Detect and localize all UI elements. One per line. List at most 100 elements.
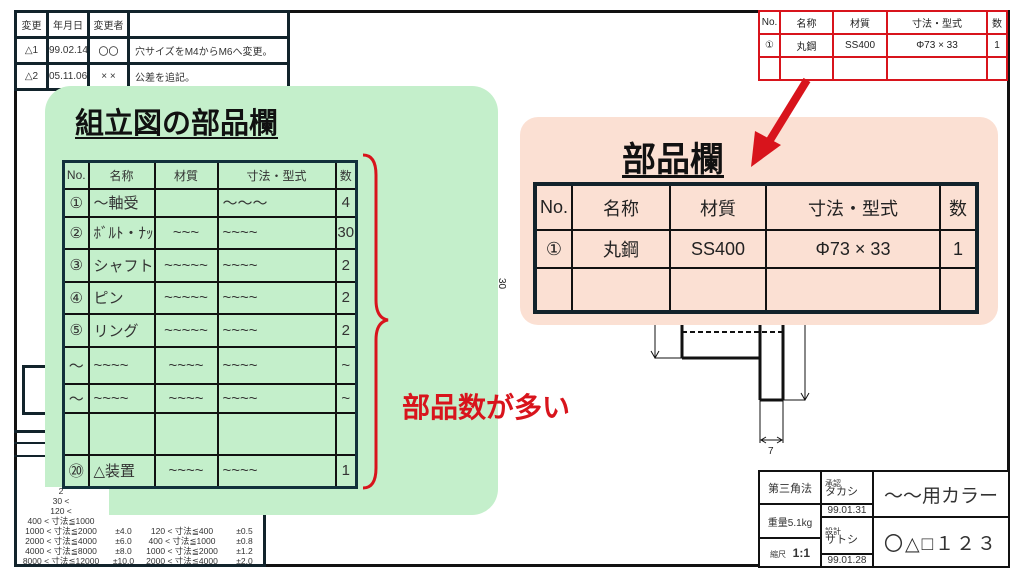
table-cell: ③ [62,247,90,283]
tolerance-table-border [14,470,266,567]
header-cell: 数 [986,10,1008,35]
header-cell: 材質 [153,160,219,190]
table-cell: ±10.0 [112,556,135,566]
table-cell: ① [758,33,781,58]
table-cell: Φ73 × 33 [886,33,988,58]
header-cell: 名称 [779,10,834,35]
drawing-frame [14,10,1010,567]
designed-by: サトシ [825,533,858,546]
table-cell: ﾎﾞﾙﾄ・ﾅｯﾄ [87,215,156,250]
table-cell: ⑳ [62,453,90,489]
table-cell: ±1.2 [236,546,253,556]
approved-date: 99.01.31 [820,503,874,518]
table-cell: ±0.5 [236,526,253,536]
scale-value: 1:1 [792,545,810,560]
header-cell: No. [758,10,781,35]
table-cell [216,411,337,456]
table-cell: 8000 < 寸法≦12000 [22,556,100,566]
table-cell [571,267,671,313]
table-row [758,56,1008,81]
header-cell [127,10,290,39]
header-cell: No. [62,160,90,190]
header-cell: 数 [939,183,978,231]
table-cell: 120 < 寸法≦400 [150,526,214,536]
header-cell: No. [534,183,573,231]
table-row: 2 [16,486,266,496]
table-cell: ±6.0 [115,536,132,546]
table-row [534,267,978,313]
table-cell: ~~~~ [216,453,337,489]
title-block: 第三角法 承認タカシ 〜〜用カラー 重量5.1kg 99.01.31 設計サトシ… [758,470,1010,568]
table-cell: ~~~~ [153,382,219,414]
table-cell: 05.11.06 [46,62,90,91]
table-cell: Φ73 × 33 [765,229,941,269]
table-cell: 2 [58,486,64,496]
table-cell: 2 [334,247,358,283]
table-cell: ~ [334,382,358,414]
table-cell: ② [62,215,90,250]
dimension-7: 7 [768,446,774,457]
table-row: 120 < [16,506,266,516]
table-cell: ~ [334,345,358,385]
table-cell: ~~~~ [87,345,156,385]
projection-method: 第三角法 [758,470,822,505]
table-cell: 2 [334,280,358,315]
table-cell: 〜〜〜 [216,187,337,218]
table-cell: ~~~~~ [153,247,219,283]
table-cell: 30 < [52,496,70,506]
table-row: ①〜軸受〜〜〜4 [62,187,358,218]
table-cell: ~~~~ [87,382,156,414]
header-cell: 名称 [571,183,671,231]
table-cell: △1 [14,36,49,65]
table-cell [758,56,781,81]
parts-panel-title: 部品欄 [622,141,724,179]
drawing-line [14,442,54,444]
table-cell: ⑤ [62,312,90,348]
header-cell: 寸法・型式 [886,10,988,35]
table-header-row: No.名称材質寸法・型式数 [758,10,1008,35]
part-name: 〜〜用カラー [872,470,1010,518]
table-cell: 30 [334,215,358,250]
table-cell: ~~~~ [153,345,219,385]
table-row [62,411,358,456]
header-cell: 変更 [14,10,49,39]
header-cell: 数 [334,160,358,190]
table-cell: ~~~ [153,215,219,250]
table-header-row: No.名称材質寸法・型式数 [62,160,358,190]
table-cell: ±2.0 [236,556,253,566]
table-cell: ① [534,229,573,269]
table-cell [886,56,988,81]
table-row: 400 < 寸法≦1000 [16,516,266,526]
drawing-part-view [650,325,810,444]
table-cell: ~~~~ [216,345,337,385]
table-cell: 丸鋼 [779,33,834,58]
table-row: 〜~~~~~~~~~~~~~ [62,382,358,414]
table-cell: ④ [62,280,90,315]
weight: 重量5.1kg [758,503,822,539]
table-cell: ±0.8 [236,536,253,546]
brace-icon [362,153,389,490]
table-cell [87,411,156,456]
table-cell: 2000 < 寸法≦4000 [25,536,97,546]
table-cell [534,267,573,313]
designed-date: 99.01.28 [820,553,874,568]
table-cell: ~~~~ [216,247,337,283]
table-cell [939,267,978,313]
table-cell: △2 [14,62,49,91]
drawing-line [14,455,54,457]
approved-label: 承認 [825,478,841,488]
table-row: 〜~~~~~~~~~~~~~ [62,345,358,385]
header-cell: 変更者 [87,10,130,39]
table-cell [153,411,219,456]
header-cell: 寸法・型式 [765,183,941,231]
table-cell: 〜 [62,382,90,414]
table-cell: 穴サイズをM4からM6へ変更。 [127,36,290,65]
approved-by: タカシ [825,485,858,498]
